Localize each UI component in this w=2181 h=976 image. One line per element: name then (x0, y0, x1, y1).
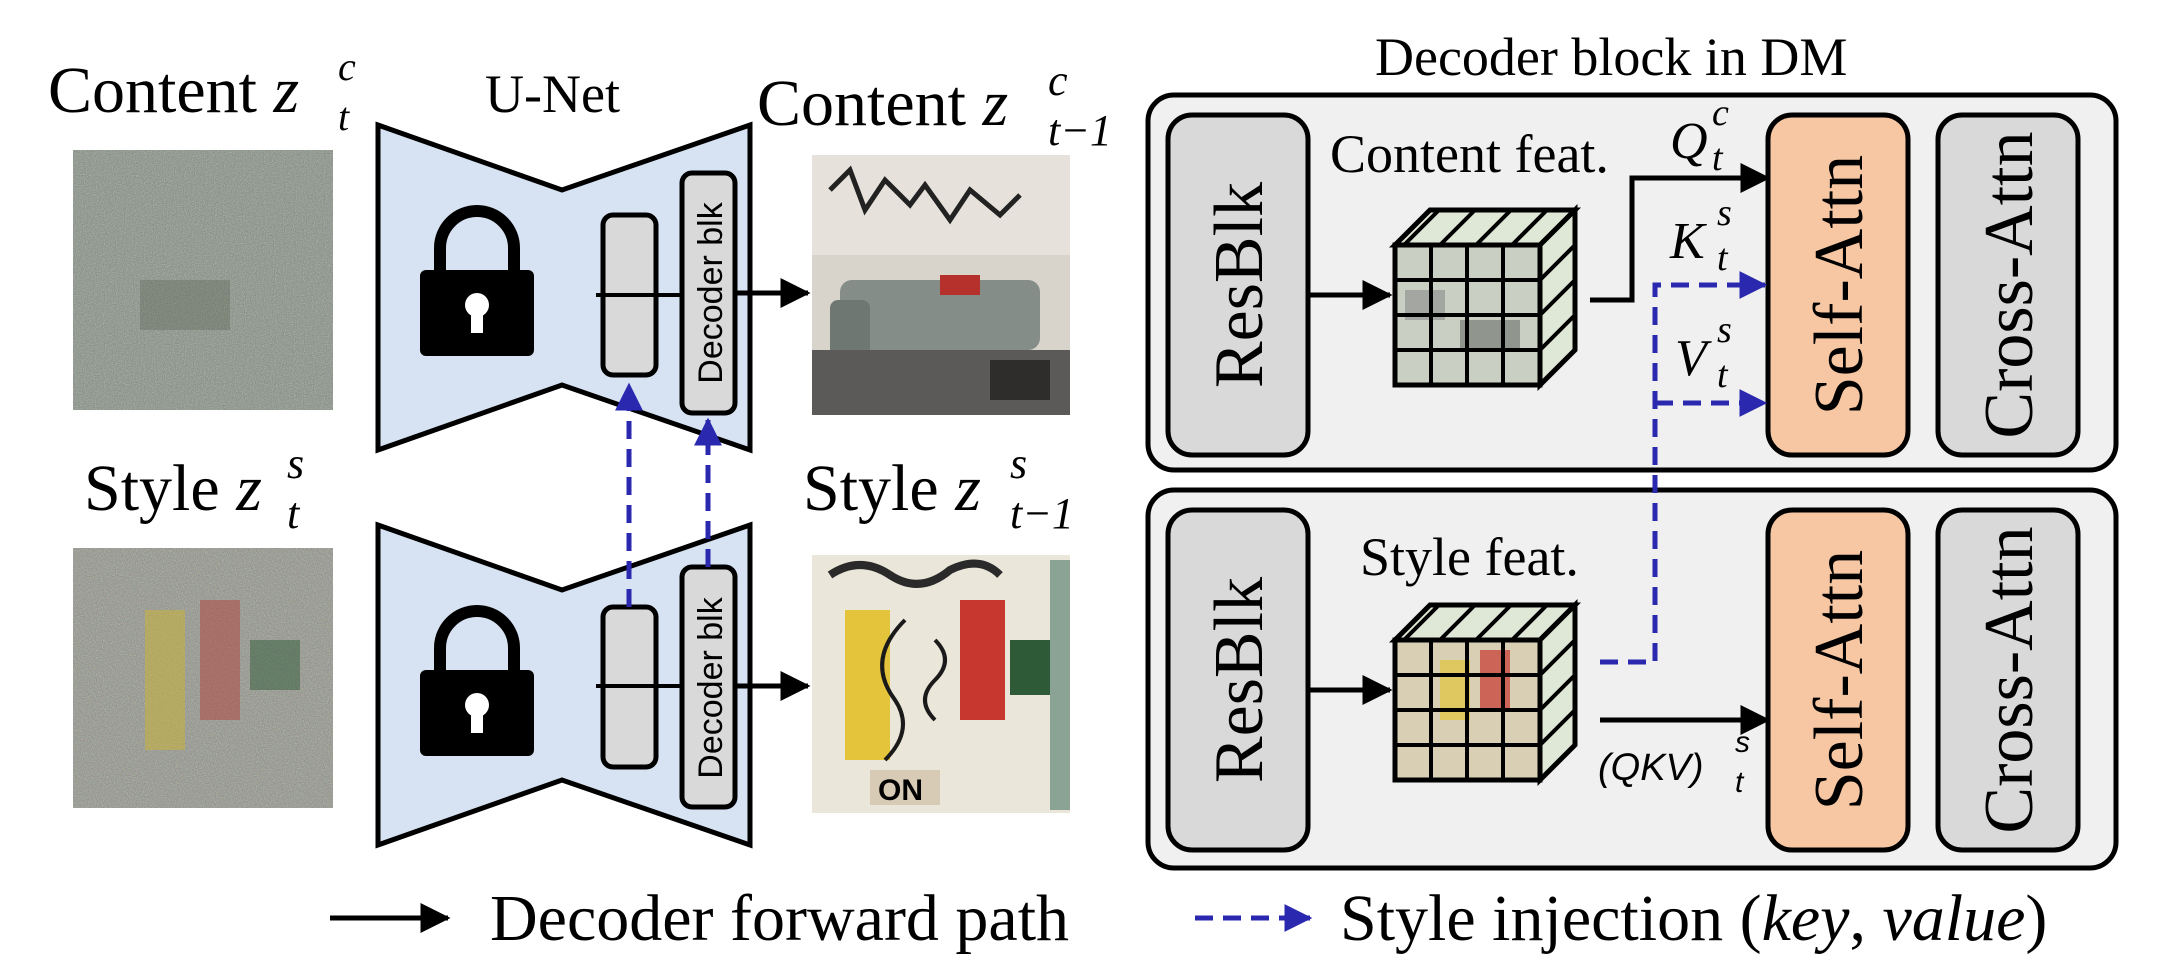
feature-cube-icon (1388, 203, 1582, 392)
legend: Decoder forward path Style injection (ke… (330, 882, 2047, 955)
svg-text:t: t (1712, 137, 1724, 179)
svg-text:Style z: Style z (84, 452, 262, 525)
svg-text:Cross-Attn: Cross-Attn (1971, 131, 2048, 438)
svg-text:t: t (1735, 766, 1745, 799)
lock-icon (420, 205, 534, 356)
caption-style-zt: Style z s t (84, 439, 304, 538)
svg-text:c: c (1712, 92, 1729, 134)
caption-content-zt: Content z c t (48, 44, 356, 139)
noisy-style-image (73, 548, 333, 808)
self-attn-content (1765, 112, 1911, 458)
cross-attn-content (1935, 112, 2081, 458)
svg-text:c: c (1048, 56, 1068, 105)
svg-text:Style z: Style z (803, 452, 981, 525)
content-feat-label: Content feat. (1330, 124, 1609, 184)
cross-attn-style (1935, 507, 2081, 853)
svg-text:ResBlk: ResBlk (1201, 577, 1278, 783)
decoder-block-title: Decoder block in DM (1375, 27, 1847, 87)
svg-text:Q: Q (1670, 113, 1708, 170)
denoised-content-image (812, 155, 1070, 415)
style-feat-label: Style feat. (1360, 527, 1579, 587)
caption-content-zt1: Content z c t−1 (757, 56, 1112, 155)
svg-text:t: t (1717, 354, 1729, 396)
svg-text:s: s (1717, 309, 1732, 351)
svg-text:K: K (1669, 213, 1707, 270)
unet-style: Decoder blk (375, 521, 753, 849)
unet-title: U-Net (485, 64, 620, 124)
svg-text:V: V (1675, 330, 1712, 387)
unet-content: Decoder blk (375, 121, 753, 454)
svg-text:t: t (1717, 237, 1729, 279)
svg-text:Content z: Content z (48, 54, 299, 127)
resblk-style (1165, 507, 1311, 853)
feature-cube-icon (1388, 598, 1582, 787)
style-decoder-panel: ResBlk Style feat. (QKV) s t (1145, 487, 2119, 871)
svg-text:s: s (287, 439, 304, 488)
svg-text:Cross-Attn: Cross-Attn (1971, 526, 2048, 833)
svg-text:ON: ON (878, 774, 923, 807)
svg-text:t−1: t−1 (1010, 489, 1074, 538)
decoder-blk-label: Decoder blk (692, 596, 730, 778)
svg-text:c: c (338, 44, 356, 89)
svg-text:Content z: Content z (757, 67, 1008, 140)
svg-text:s: s (1010, 439, 1027, 488)
denoised-style-image: ON (812, 555, 1070, 813)
style-injection-k-arrow (1600, 271, 1768, 665)
noisy-content-image (73, 150, 333, 410)
resblk-content (1165, 112, 1311, 458)
lock-icon (420, 605, 534, 756)
svg-text:Self-Attn: Self-Attn (1801, 155, 1878, 416)
svg-text:Self-Attn: Self-Attn (1801, 550, 1878, 811)
legend-forward-label: Decoder forward path (490, 882, 1069, 955)
self-attn-style (1765, 507, 1911, 853)
svg-text:t: t (287, 489, 301, 538)
svg-text:s: s (1717, 192, 1732, 234)
svg-text:t−1: t−1 (1048, 106, 1112, 155)
svg-text:ResBlk: ResBlk (1201, 182, 1278, 388)
svg-text:(QKV): (QKV) (1598, 747, 1704, 789)
decoder-blk-label: Decoder blk (692, 201, 730, 383)
svg-text:s: s (1735, 726, 1750, 759)
svg-text:t: t (338, 94, 350, 139)
caption-style-zt1: Style z s t−1 (803, 439, 1074, 538)
legend-injection-label: Style injection (key, value) (1340, 882, 2047, 955)
content-decoder-panel: ResBlk Content feat. Q c (1145, 92, 2119, 473)
q-arrow (1590, 163, 1771, 303)
